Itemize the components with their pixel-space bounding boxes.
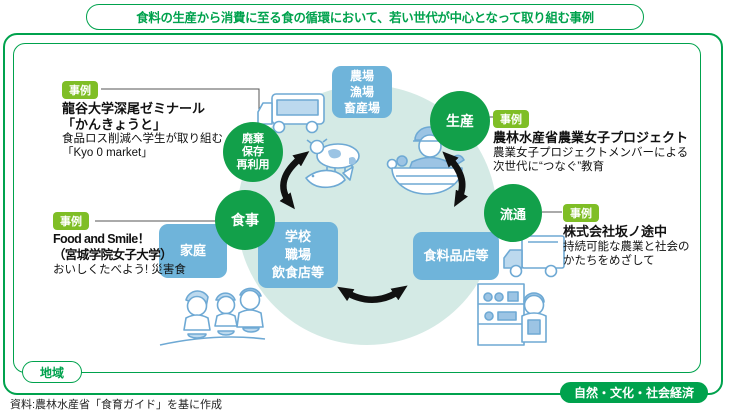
place-box-home: 家庭	[159, 224, 227, 278]
place-school-line: 職場	[284, 247, 311, 262]
example-desc-line: 「Kyo 0 market」	[62, 147, 153, 159]
example-desc-line: 食品ロス削減へ学生が取り組む	[62, 133, 223, 145]
place-home-label: 家庭	[179, 243, 206, 258]
example-badge: 事例	[53, 212, 89, 230]
example-title-line: 農林水産省農業女子プロジェクト	[493, 130, 689, 145]
example-title-line: Food and Smile！	[53, 232, 150, 246]
example-desc-line: 次世代に“つなぐ”教育	[493, 160, 605, 173]
example-desc-line: かたちをめざして	[563, 254, 655, 267]
place-farm-line: 畜産場	[343, 101, 380, 115]
title-banner: 食料の生産から消費に至る食の循環において、若い世代が中心となって取り組む事例	[86, 4, 644, 30]
place-store-label: 食料品店等	[423, 248, 489, 263]
stage-circle-waste: 廃棄 保存 再利用	[223, 122, 283, 182]
stage-circle-production: 生産	[430, 91, 490, 151]
example-title-line: 龍谷大学深尾ゼミナール	[62, 101, 206, 116]
page-title: 食料の生産から消費に至る食の循環において、若い世代が中心となって取り組む事例	[136, 11, 594, 25]
outer-frame-society	[3, 33, 723, 395]
inner-frame-region	[13, 43, 701, 373]
place-school-line: 飲食店等	[271, 265, 324, 280]
example-title-line: （宮城学院女子大学）	[53, 247, 173, 262]
example-block-ryukoku: 事例 龍谷大学深尾ゼミナール 「かんきょうと」 食品ロス削減へ学生が取り組む 「…	[62, 81, 223, 160]
example-badge: 事例	[493, 110, 529, 128]
stage-production-label: 生産	[446, 113, 474, 129]
stage-waste-line: 再利用	[236, 158, 270, 171]
stage-waste-line: 保存	[242, 145, 264, 158]
place-farm-line: 農場	[349, 69, 374, 83]
example-badge: 事例	[563, 204, 599, 222]
stage-distribution-label: 流通	[499, 206, 526, 222]
place-box-store: 食料品店等	[413, 232, 499, 280]
place-farm-line: 漁場	[349, 85, 374, 99]
example-title-line: 株式会社坂ノ途中	[563, 224, 668, 239]
example-block-food-and-smile: 事例 Food and Smile！ （宮城学院女子大学） おいしくたべよう! …	[53, 212, 186, 277]
source-note: 資料:農林水産省「食育ガイド」を基に作成	[10, 399, 223, 411]
example-block-nogyo-joshi: 事例 農林水産省農業女子プロジェクト 農業女子プロジェクトメンバーによる 次世代…	[493, 110, 688, 174]
example-desc-line: 農業女子プロジェクトメンバーによる	[493, 146, 689, 159]
region-label: 地域	[22, 361, 82, 383]
example-title-line: 「かんきょうと」	[62, 116, 167, 132]
example-badge: 事例	[62, 81, 98, 99]
place-school-line: 学校	[284, 229, 311, 244]
society-label: 自然・文化・社会経済	[560, 382, 708, 403]
stage-circle-distribution: 流通	[484, 184, 542, 242]
example-desc-line: 持続可能な農業と社会の	[563, 240, 690, 253]
stage-eating-label: 食事	[231, 212, 259, 228]
example-block-sakanotochu: 事例 株式会社坂ノ途中 持続可能な農業と社会の かたちをめざして	[563, 204, 690, 268]
place-box-farm: 農場 漁場 畜産場	[332, 66, 392, 118]
example-desc-line: おいしくたべよう! 災害食	[53, 264, 186, 276]
stage-waste-line: 廃棄	[242, 132, 264, 145]
stage-circle-eating: 食事	[215, 190, 275, 250]
